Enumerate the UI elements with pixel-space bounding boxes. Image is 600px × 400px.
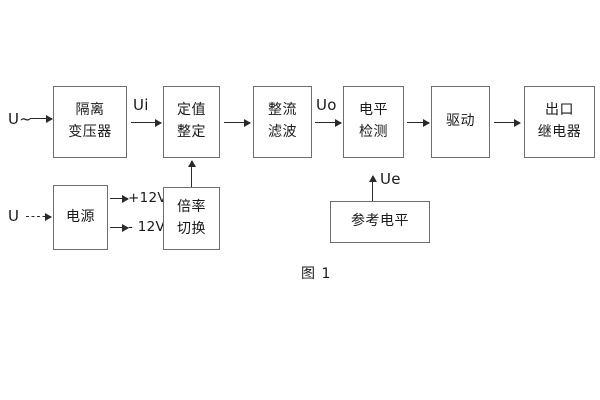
block-reference-level-line-1: 参考电平 bbox=[351, 213, 409, 230]
block-output-relay: 出口 继电器 bbox=[524, 86, 595, 158]
block-setting-value-line-1: 定值 bbox=[177, 102, 206, 119]
block-level-detection: 电平 检测 bbox=[343, 86, 404, 158]
arrow-rail-positive bbox=[110, 198, 128, 200]
block-isolation-transformer-line-1: 隔离 bbox=[75, 102, 105, 119]
figure-caption: 图 1 bbox=[301, 266, 332, 282]
block-reference-level: 参考电平 bbox=[330, 201, 430, 243]
block-rectify-filter-line-1: 整流 bbox=[268, 102, 297, 119]
block-rectify-filter-line-2: 滤波 bbox=[268, 124, 297, 140]
block-output-relay-line-2: 继电器 bbox=[537, 124, 582, 140]
arrow-multiplier-switch-to-setting-value bbox=[191, 161, 193, 187]
rail-negative-label: - 12V bbox=[128, 219, 166, 235]
block-isolation-transformer-line-2: 变压器 bbox=[68, 124, 112, 140]
block-output-relay-line-1: 出口 bbox=[545, 102, 574, 119]
signal-uo-label: Uo bbox=[316, 96, 337, 114]
block-multiplier-switch-line-1: 倍率 bbox=[177, 198, 206, 215]
input-ac-label: U~ bbox=[8, 110, 33, 128]
arrow-setting-value-to-rectify-filter bbox=[224, 122, 250, 124]
block-drive: 驱动 bbox=[431, 86, 490, 158]
block-setting-value: 定值 整定 bbox=[163, 86, 220, 158]
block-power-supply: 电源 bbox=[53, 185, 108, 250]
arrow-reference-level-to-level-detection bbox=[372, 176, 374, 201]
arrow-rectify-filter-to-level-detection bbox=[315, 122, 341, 124]
block-level-detection-line-1: 电平 bbox=[359, 102, 388, 119]
signal-ui-label: Ui bbox=[133, 96, 149, 114]
arrow-rail-negative bbox=[110, 227, 128, 229]
rail-positive-label: +12V bbox=[128, 190, 167, 206]
signal-ue-label: Ue bbox=[380, 170, 401, 188]
arrow-level-detection-to-drive bbox=[407, 122, 429, 124]
block-level-detection-line-2: 检测 bbox=[359, 124, 388, 140]
block-isolation-transformer: 隔离 变压器 bbox=[53, 86, 127, 158]
block-drive-line-1: 驱动 bbox=[446, 113, 475, 130]
arrow-drive-to-output-relay bbox=[494, 122, 520, 124]
arrow-input-dc-to-power-supply bbox=[26, 216, 51, 217]
block-power-supply-line-1: 电源 bbox=[66, 208, 95, 225]
block-rectify-filter: 整流 滤波 bbox=[253, 86, 312, 158]
block-multiplier-switch: 倍率 切换 bbox=[163, 187, 220, 250]
arrow-input-to-isolation-transformer bbox=[30, 118, 52, 120]
block-setting-value-line-2: 整定 bbox=[177, 124, 206, 140]
arrow-isolation-transformer-to-setting-value bbox=[131, 122, 161, 124]
block-multiplier-switch-line-2: 切换 bbox=[177, 220, 206, 237]
input-dc-label: U bbox=[8, 207, 20, 225]
